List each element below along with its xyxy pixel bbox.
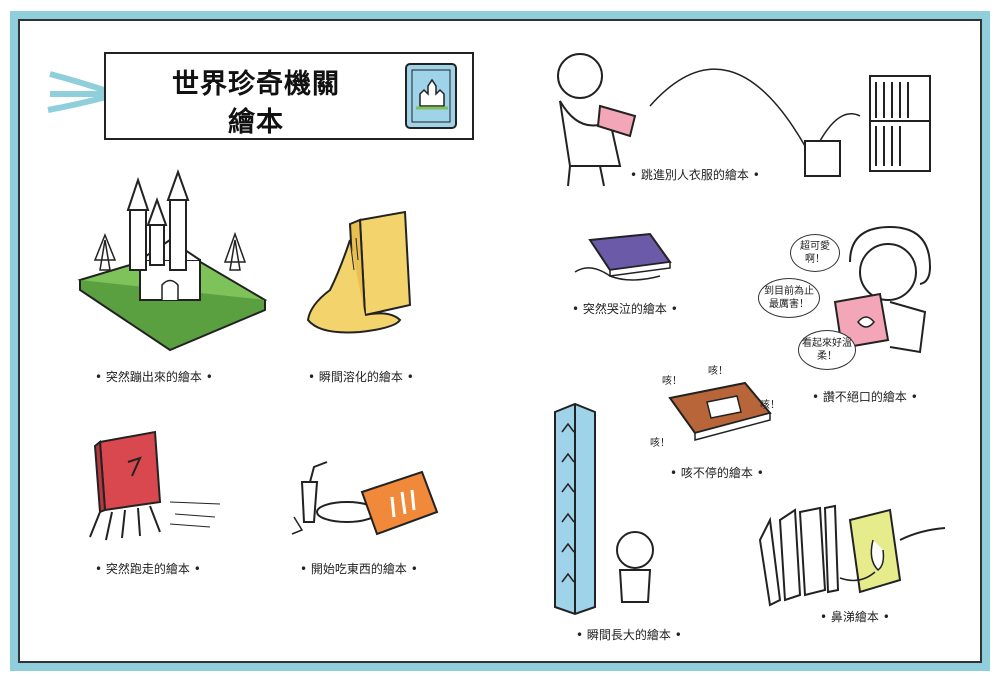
title-tag: 世界珍奇機關 繪本 [104, 52, 474, 140]
caption-praise: 讚不絕口的繪本 [812, 388, 918, 405]
caption-growing: 瞬間長大的繪本 [576, 626, 682, 643]
speech-bubble-1: 超可愛啊！ [790, 234, 840, 272]
girl-reading-illustration [833, 225, 932, 354]
melting-book-illustration [306, 210, 412, 334]
jumping-book-illustration [557, 53, 931, 187]
snot-book-illustration [758, 504, 946, 607]
caption-eating: 開始吃東西的繪本 [300, 560, 418, 577]
growing-book-illustration [554, 402, 654, 616]
cough-1: 咳！ [662, 376, 682, 387]
caption-crying: 突然哭泣的繪本 [572, 300, 678, 317]
coughing-book-illustration [668, 381, 772, 441]
pop-up-castle-book-illustration [77, 169, 268, 352]
caption-melting: 瞬間溶化的繪本 [308, 368, 414, 385]
caption-jumping: 跳進別人衣服的繪本 [630, 166, 760, 183]
caption-running: 突然跑走的繪本 [95, 560, 201, 577]
title-line-1: 世界珍奇機關 [172, 69, 340, 100]
cough-3: 咳！ [760, 400, 780, 411]
cough-2: 咳！ [708, 366, 728, 377]
speech-bubble-3: 看起來好溫柔！ [798, 330, 856, 370]
caption-coughing: 咳不停的繪本 [670, 464, 764, 481]
cough-4: 咳！ [650, 438, 670, 449]
speech-bubble-2: 到目前為止最厲害！ [758, 278, 820, 318]
crying-book-illustration [574, 232, 672, 281]
caption-pop-up: 突然蹦出來的繪本 [95, 368, 213, 385]
caption-snot: 鼻涕繪本 [820, 608, 890, 625]
title-line-2: 繪本 [228, 107, 284, 138]
castle-book-icon [405, 63, 457, 129]
running-book-illustration [89, 430, 221, 541]
eating-book-illustration [291, 461, 439, 536]
